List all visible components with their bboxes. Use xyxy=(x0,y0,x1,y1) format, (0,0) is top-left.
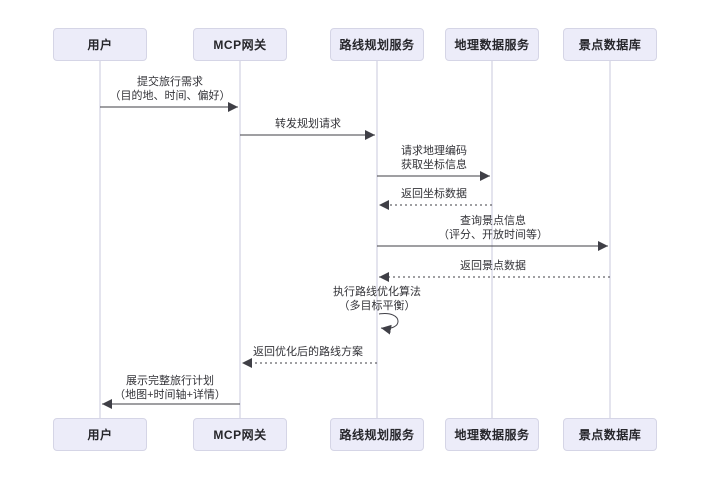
actor-top-user: 用户 xyxy=(53,28,147,61)
message-1-line-2: （目的地、时间、偏好） xyxy=(109,90,231,102)
actor-bottom-user: 用户 xyxy=(53,418,147,451)
actor-top-mcp-gateway: MCP网关 xyxy=(193,28,287,61)
actor-bottom-route-planning: 路线规划服务 xyxy=(330,418,424,451)
message-5-line-1: 查询景点信息 xyxy=(460,215,526,227)
message-3-line-1: 请求地理编码 xyxy=(401,145,467,157)
actor-top-route-planning: 路线规划服务 xyxy=(330,28,424,61)
message-label-6: 返回景点数据 xyxy=(460,259,526,273)
message-label-3: 请求地理编码 获取坐标信息 xyxy=(401,144,467,172)
actor-bottom-geo-data: 地理数据服务 xyxy=(445,418,539,451)
message-1-line-1: 提交旅行需求 xyxy=(137,76,203,88)
message-4-line-1: 返回坐标数据 xyxy=(401,188,467,200)
message-label-1: 提交旅行需求 （目的地、时间、偏好） xyxy=(110,75,231,103)
message-6-line-1: 返回景点数据 xyxy=(460,260,526,272)
actor-bottom-poi-database: 景点数据库 xyxy=(563,418,657,451)
message-7-line-2: （多目标平衡） xyxy=(338,300,416,312)
message-label-9: 展示完整旅行计划 （地图+时间轴+详情） xyxy=(114,374,226,402)
message-3-line-2: 获取坐标信息 xyxy=(401,159,467,171)
actor-top-geo-data: 地理数据服务 xyxy=(445,28,539,61)
message-label-5: 查询景点信息 （评分、开放时间等） xyxy=(438,214,548,242)
message-label-7: 执行路线优化算法 （多目标平衡） xyxy=(333,285,421,313)
message-9-line-2: （地图+时间轴+详情） xyxy=(114,389,226,401)
message-7-line-1: 执行路线优化算法 xyxy=(333,286,421,298)
message-5-line-2: （评分、开放时间等） xyxy=(438,229,548,241)
actor-top-poi-database: 景点数据库 xyxy=(563,28,657,61)
message-label-2: 转发规划请求 xyxy=(275,117,341,131)
actor-bottom-mcp-gateway: MCP网关 xyxy=(193,418,287,451)
message-arrow-7-self-loop xyxy=(378,313,399,335)
message-label-8: 返回优化后的路线方案 xyxy=(253,345,363,359)
message-label-4: 返回坐标数据 xyxy=(401,187,467,201)
message-2-line-1: 转发规划请求 xyxy=(275,118,341,130)
message-8-line-1: 返回优化后的路线方案 xyxy=(253,346,363,358)
message-9-line-1: 展示完整旅行计划 xyxy=(125,375,214,387)
